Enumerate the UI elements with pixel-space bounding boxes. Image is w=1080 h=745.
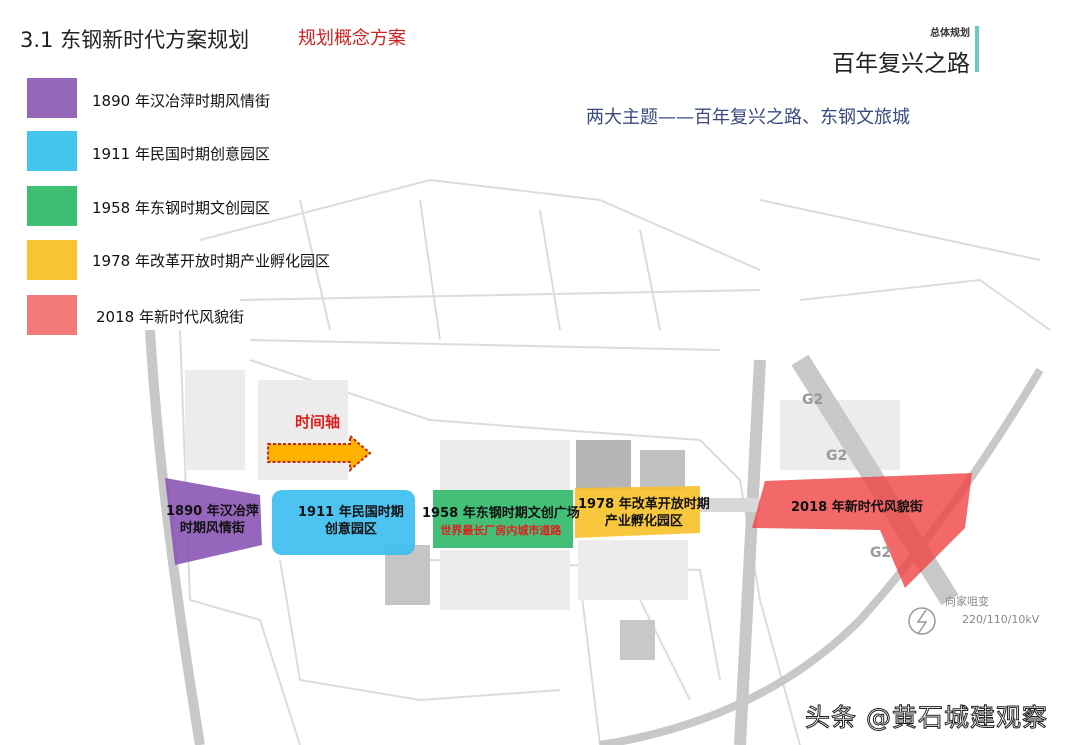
zone-label-line: 1911 年民国时期 (298, 505, 404, 520)
legend-label-2018: 2018 年新时代风貌街 (96, 308, 244, 326)
road-label-g2: G2 (870, 545, 892, 561)
map-base (145, 178, 1051, 745)
zone-label-line: 1958 年东钢时期文创广场 (422, 506, 580, 521)
page-title: 3.1 东钢新时代方案规划 (20, 28, 250, 52)
page-subtitle: 规划概念方案 (298, 28, 406, 49)
factory-block (576, 440, 631, 490)
substation-name: 向家咀变 (945, 595, 989, 608)
substation-voltage: 220/110/10kV (962, 613, 1040, 626)
legend-swatch-1958 (27, 186, 77, 226)
section-title: 百年复兴之路 (832, 51, 970, 77)
road-label-g2: G2 (826, 448, 848, 464)
section-label: 总体规划 (930, 28, 970, 39)
zone-1978 (575, 486, 700, 538)
legend-swatch-1978 (27, 240, 77, 280)
zone-2018 (752, 473, 972, 588)
block-fills (185, 370, 900, 610)
zone-1890 (165, 478, 262, 565)
zone-label-line: 时期风情街 (179, 521, 245, 536)
zone-label-1890: 1890 年汉冶萍 时期风情街 (166, 503, 259, 537)
zone-label-highlight: 世界最长厂房内城市道路 (440, 524, 562, 537)
zone-label-2018: 2018 年新时代风貌街 (791, 500, 923, 515)
section-accent-bar (975, 26, 979, 72)
watermark: 头条 @黄石城建观察 (805, 703, 1048, 733)
zone-label-1958: 1958 年东钢时期文创广场 世界最长厂房内城市道路 (422, 505, 580, 539)
zone-label-line: 产业孵化园区 (604, 514, 683, 529)
zone-label-line: 1890 年汉冶萍 (166, 504, 259, 519)
road-label-g2: G2 (802, 392, 824, 408)
zone-1911 (272, 490, 415, 555)
timeline-label: 时间轴 (295, 413, 341, 431)
theme-heading: 两大主题——百年复兴之路、东钢文旅城 (586, 107, 910, 128)
zone-label-1978: 1978 年改革开放时期 产业孵化园区 (578, 496, 710, 530)
legend-label-1978: 1978 年改革开放时期产业孵化园区 (92, 252, 330, 270)
zone-label-1911: 1911 年民国时期 创意园区 (298, 504, 404, 538)
legend-label-1890: 1890 年汉冶萍时期风情街 (92, 92, 270, 110)
timeline-arrow (267, 433, 372, 473)
legend-swatch-1911 (27, 131, 77, 171)
zone-label-line: 1978 年改革开放时期 (578, 497, 710, 512)
legend-swatch-1890 (27, 78, 77, 118)
substation-icon (908, 607, 936, 635)
zone-1958 (433, 490, 573, 548)
legend-label-1958: 1958 年东钢时期文创园区 (92, 199, 270, 217)
legend-swatch-2018 (27, 295, 77, 335)
legend-label-1911: 1911 年民国时期创意园区 (92, 145, 270, 163)
zone-label-line: 创意园区 (324, 522, 377, 537)
